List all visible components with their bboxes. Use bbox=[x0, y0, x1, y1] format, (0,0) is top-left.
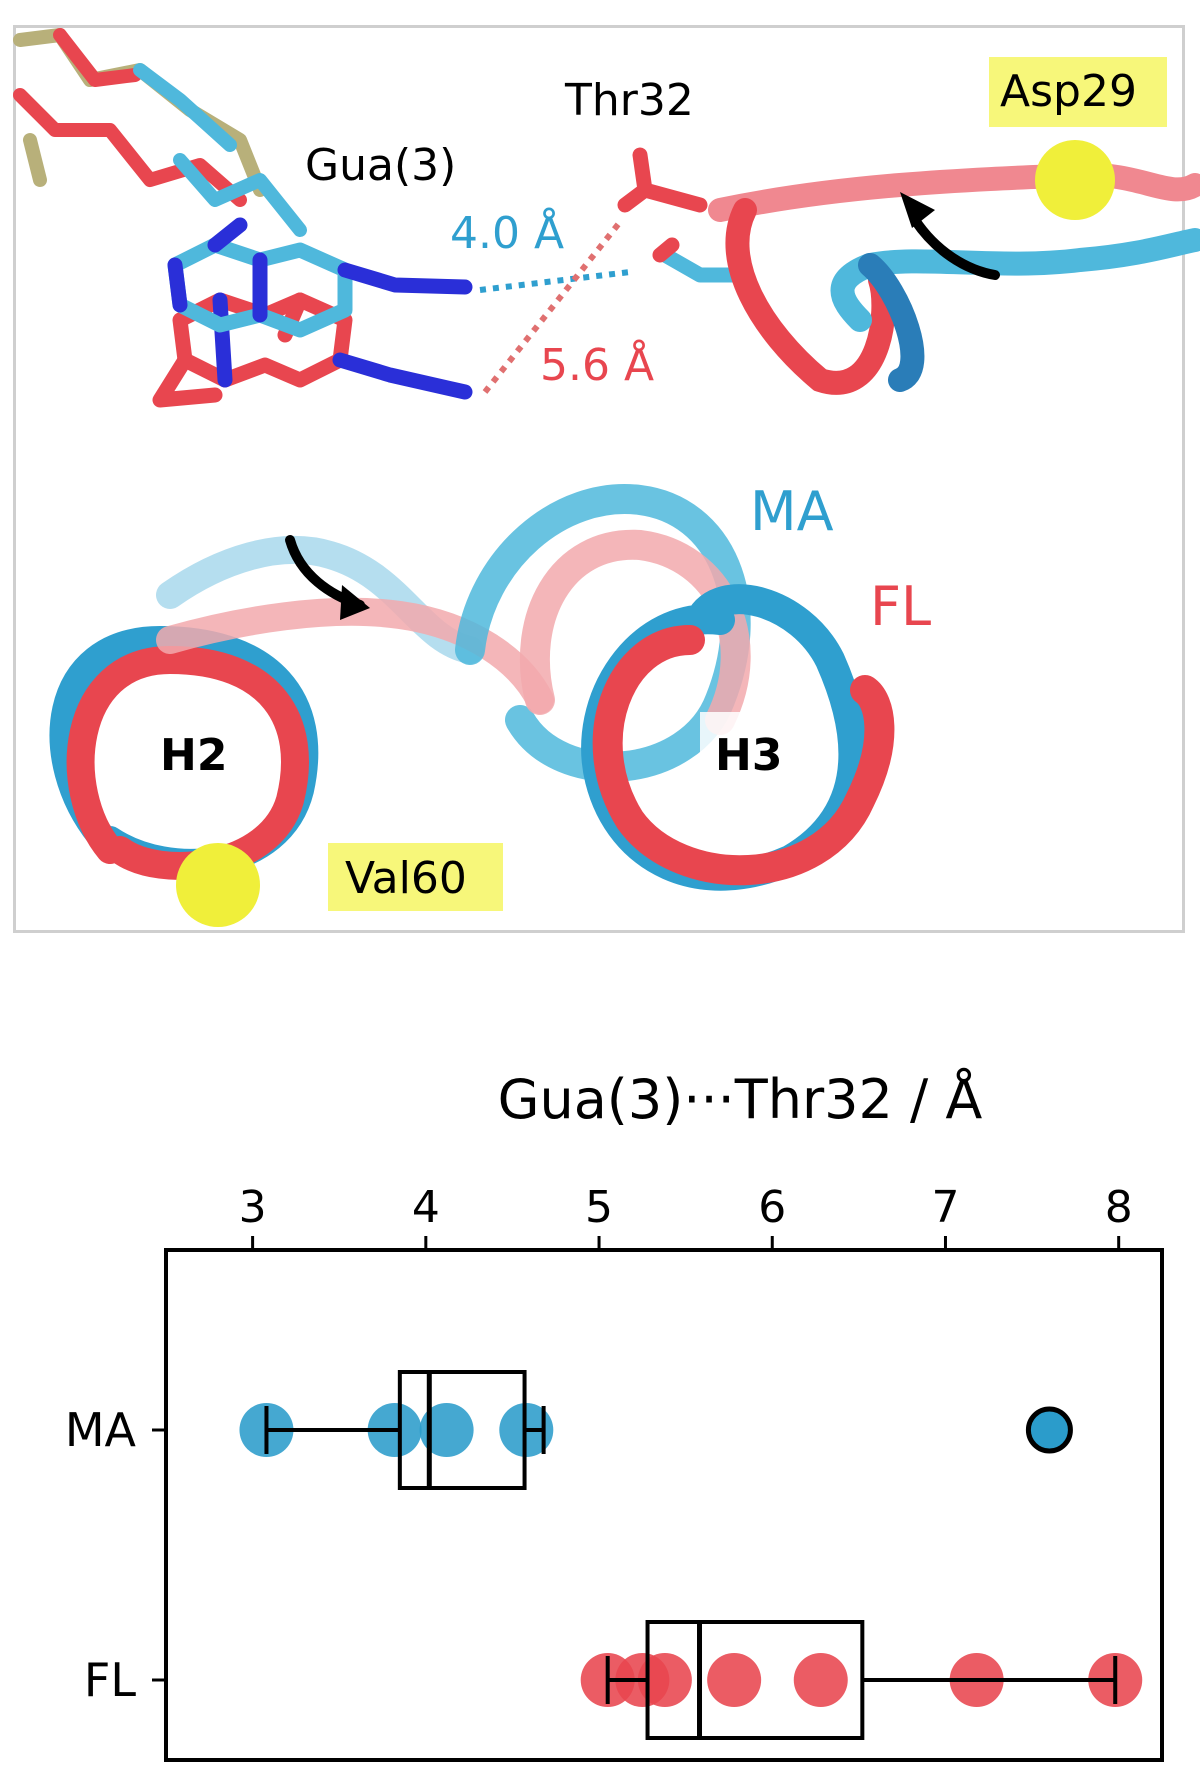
thr32-sidechain bbox=[617, 147, 753, 283]
y-axis-ticks: MA FL bbox=[65, 1403, 166, 1707]
plot-area bbox=[239, 1370, 1143, 1740]
x-axis-ticks: 3 4 5 6 7 8 bbox=[239, 1182, 1133, 1250]
distance-ma-label: 4.0 Å bbox=[450, 206, 564, 259]
asp29-sphere bbox=[1035, 140, 1115, 220]
thr-label: Thr32 bbox=[564, 75, 694, 126]
helix-h3 bbox=[455, 484, 895, 891]
box bbox=[645, 1620, 865, 1740]
y-tick-label: FL bbox=[84, 1653, 136, 1707]
plot-frame bbox=[164, 1248, 1164, 1762]
x-axis-title: Gua(3)···Thr32 / Å bbox=[498, 1067, 983, 1131]
distance-line-ma bbox=[479, 269, 631, 293]
distance-lines bbox=[479, 220, 631, 394]
val-label-bg bbox=[328, 843, 503, 911]
structure-figure: Gua(3) Thr32 Asp29 4.0 Å 5.6 Å MA FL H2 … bbox=[13, 28, 1200, 927]
loop-top bbox=[708, 162, 1200, 395]
distance-line-fl bbox=[482, 220, 623, 394]
x-tick-label: 5 bbox=[585, 1182, 613, 1233]
x-tick-label: 6 bbox=[758, 1182, 786, 1233]
gua-label: Gua(3) bbox=[305, 140, 456, 191]
val60-sphere bbox=[176, 843, 260, 927]
data-point bbox=[637, 1653, 692, 1707]
data-point bbox=[419, 1403, 474, 1457]
fl-label: FL bbox=[870, 575, 931, 638]
outlier-point bbox=[1025, 1406, 1073, 1454]
data-point bbox=[793, 1653, 848, 1707]
h3-label: H3 bbox=[715, 730, 782, 781]
box bbox=[397, 1370, 527, 1490]
x-tick-label: 4 bbox=[412, 1182, 440, 1233]
x-tick-label: 7 bbox=[931, 1182, 959, 1233]
guanine-base-ma bbox=[167, 217, 473, 338]
asp-label-bg bbox=[989, 57, 1167, 127]
h2-label: H2 bbox=[160, 730, 227, 781]
data-point bbox=[707, 1653, 762, 1707]
arrow-head-icon bbox=[900, 192, 935, 228]
h3-label-bg bbox=[700, 712, 800, 792]
x-tick-label: 8 bbox=[1105, 1182, 1133, 1233]
box-plot: Gua(3)···Thr32 / Å 3 4 5 6 7 8 MA FL bbox=[65, 1067, 1164, 1762]
val-label: Val60 bbox=[345, 853, 467, 904]
asp-label: Asp29 bbox=[1000, 66, 1137, 117]
dna-backbone bbox=[13, 28, 307, 237]
distance-fl-label: 5.6 Å bbox=[540, 338, 654, 391]
arrow-head-icon bbox=[340, 585, 370, 620]
y-tick-label: MA bbox=[65, 1403, 137, 1457]
ma-label: MA bbox=[750, 480, 834, 543]
x-tick-label: 3 bbox=[239, 1182, 267, 1233]
